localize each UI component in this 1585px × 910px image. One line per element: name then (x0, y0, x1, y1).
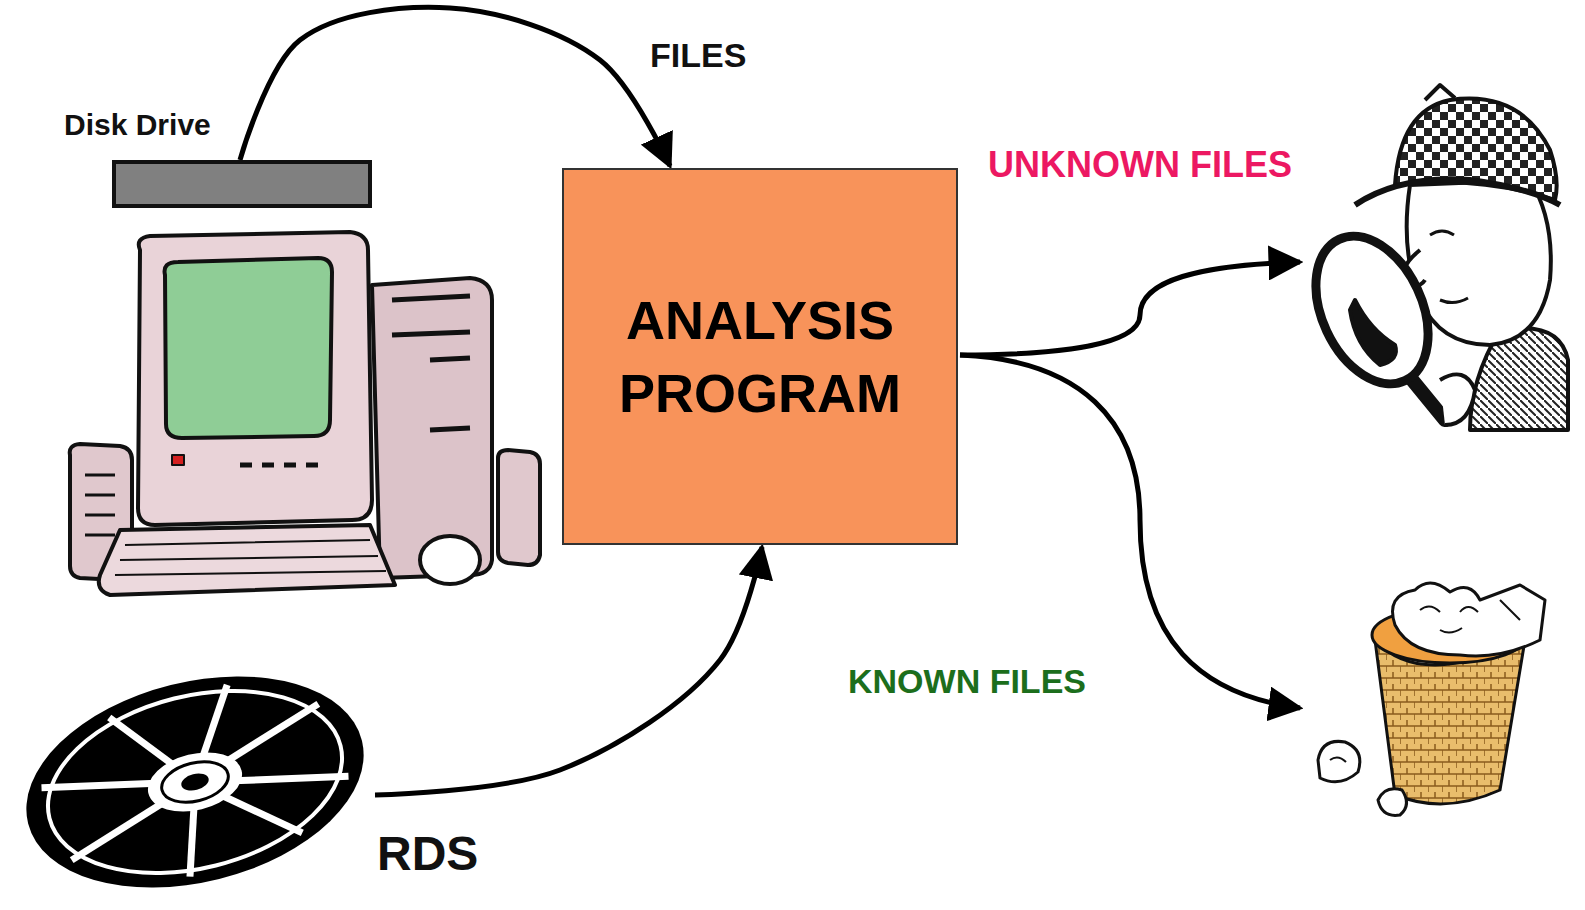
node-text: ANALYSIS PROGRAM (590, 284, 930, 430)
computer-illustration (70, 232, 540, 595)
output-arrows (960, 262, 1300, 708)
known-files-label: KNOWN FILES (848, 664, 1086, 698)
connector-arrow (240, 7, 670, 166)
connector-arrow (375, 547, 762, 795)
trash-basket-illustration (1318, 583, 1545, 815)
detective-illustration (1294, 85, 1568, 430)
disc-symbol (15, 668, 375, 896)
node-text: Disk Drive (64, 110, 211, 140)
edge-label: FILES (650, 38, 746, 72)
disk-drive-bar: Disk Drive (112, 160, 372, 208)
node-text: RDS (377, 830, 478, 878)
analysis-program-box: ANALYSIS PROGRAM (562, 168, 958, 545)
rds-disc: RDS (15, 668, 375, 896)
unknown-files-label: UNKNOWN FILES (988, 147, 1292, 183)
